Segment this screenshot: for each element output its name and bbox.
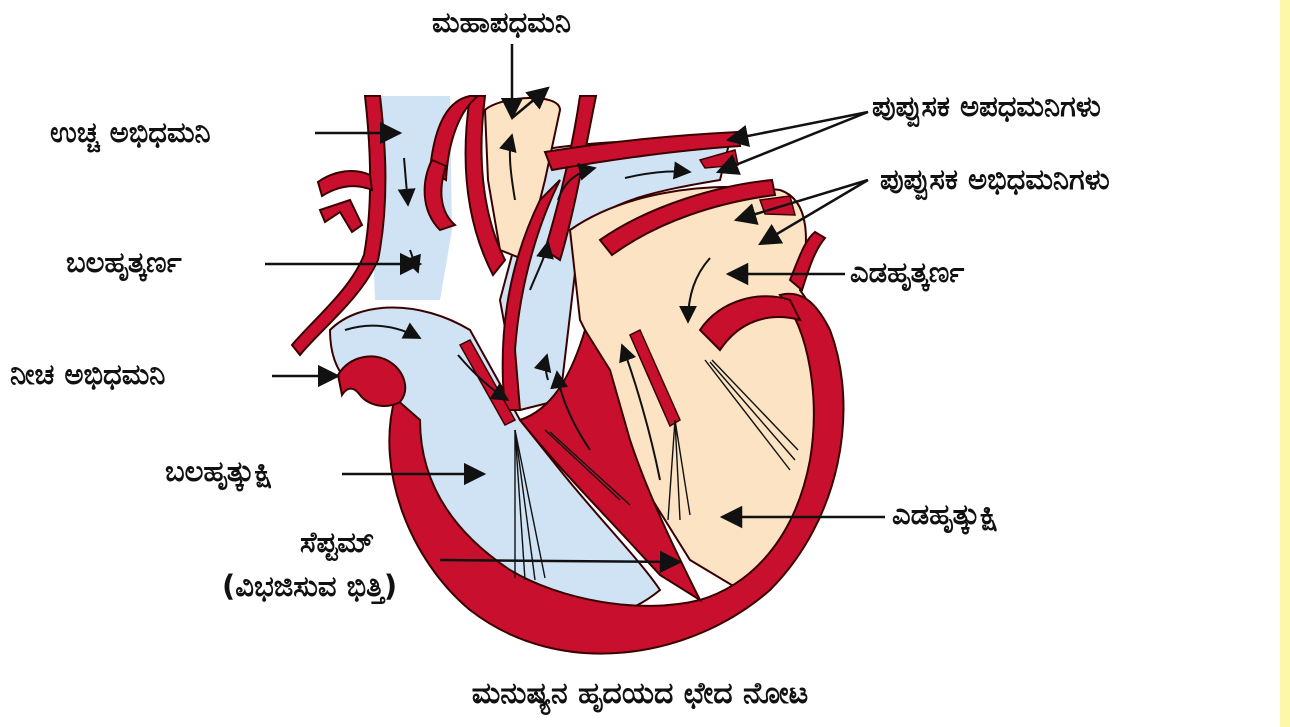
label-aorta: ಮಹಾಪಧಮನಿ bbox=[432, 8, 571, 37]
label-pulmonary-arteries: ಪುಪ್ಪುಸಕ ಅಪಧಮನಿಗಳು bbox=[872, 92, 1101, 121]
label-septum: ಸೆಪ್ಟಮ್ bbox=[300, 528, 374, 557]
label-left-atrium: ಎಡಹೃತ್ಕರ್ಣ bbox=[850, 258, 964, 287]
label-right-ventricle: ಬಲಹೃತ್ಕುಕ್ಷಿ bbox=[165, 457, 272, 486]
figure-caption: ಮನುಷ್ಯನ ಹೃದಯದ ಛೇದ ನೋಟ bbox=[0, 676, 1280, 711]
vena-cava-branch bbox=[318, 171, 372, 196]
label-inferior-vena-cava: ನೀಚ ಅಭಿಧಮನಿ bbox=[10, 360, 165, 389]
label-pulmonary-veins: ಪುಪ್ಪುಸಕ ಅಭಿಧಮನಿಗಳು bbox=[880, 165, 1110, 194]
label-right-atrium: ಬಲಹೃತ್ಕರ್ಣ bbox=[66, 248, 182, 277]
label-septum-note: (ವಿಭಜಿಸುವ ಭಿತ್ತಿ) bbox=[222, 572, 397, 601]
label-superior-vena-cava: ಉಚ್ಚ ಅಭಿಧಮನಿ bbox=[50, 118, 211, 147]
label-left-ventricle: ಎಡಹೃತ್ಕುಕ್ಷಿ bbox=[892, 500, 998, 529]
vena-cava-branch bbox=[320, 200, 362, 232]
